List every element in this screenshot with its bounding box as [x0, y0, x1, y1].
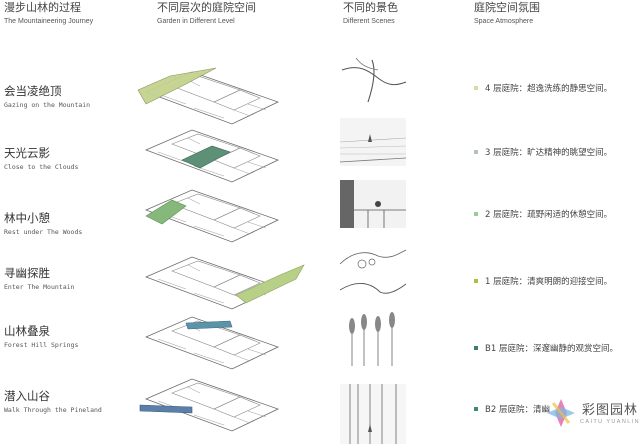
courtyard-1f [235, 264, 305, 304]
header-journey: 漫步山林的过程 The Mountaineering Journey [4, 1, 93, 27]
floor-plans-diagram [137, 67, 305, 432]
watermark-text: 彩图园林 [582, 403, 639, 418]
header-atmosphere: 庭院空间氛围 Space Atmosphere [474, 1, 540, 27]
scene-sketch-b2 [340, 384, 406, 444]
color-swatch-b2 [474, 407, 478, 411]
floor-plan-3f [145, 129, 279, 183]
level-b2-cn: 潜入山谷 [4, 389, 50, 403]
color-swatch-4f [474, 86, 478, 90]
courtyard-2f [145, 199, 187, 225]
courtyard-3f [181, 145, 231, 169]
level-label-b1: 山林叠泉 Forest Hill Springs [4, 324, 78, 350]
header-garden-levels: 不同层次的庭院空间 Garden in Different Level [157, 1, 256, 27]
scene-sketch-4f [340, 56, 407, 104]
level-b1-en: Forest Hill Springs [4, 341, 79, 349]
floor-plan-1f [145, 256, 305, 310]
level-b1-cn: 山林叠泉 [4, 324, 50, 338]
scene-sketch-1f [339, 240, 407, 300]
watermark-logo-icon [547, 399, 575, 427]
header-garden-levels-en: Garden in Different Level [157, 18, 235, 25]
level-4f-cn: 会当凌绝顶 [4, 84, 62, 98]
atmosphere-1f-text: 1 层庭院：清爽明朗的迎接空间。 [485, 277, 613, 287]
floor-plan-2f [145, 189, 279, 243]
color-swatch-1f [474, 279, 478, 283]
atmosphere-b1-text: B1 层庭院：深邃幽静的观赏空间。 [485, 344, 618, 354]
header-journey-en: The Mountaineering Journey [4, 18, 94, 25]
level-label-1f: 寻幽探胜 Enter The Mountain [4, 266, 74, 292]
level-4f-en: Gazing on the Mountain [4, 101, 91, 109]
level-1f-cn: 寻幽探胜 [4, 266, 50, 280]
scene-sketches [339, 56, 407, 444]
floor-plan-b1 [145, 316, 279, 370]
header-atmosphere-en: Space Atmosphere [474, 18, 534, 25]
atmosphere-4f-text: 4 层庭院：超逸洗练的静思空间。 [485, 84, 613, 94]
scene-sketch-2f [340, 180, 406, 228]
atmosphere-b1: B1 层庭院：深邃幽静的观赏空间。 [474, 342, 618, 354]
color-swatch-b1 [474, 346, 478, 350]
level-label-4f: 会当凌绝顶 Gazing on the Mountain [4, 84, 90, 110]
atmosphere-4f: 4 层庭院：超逸洗练的静思空间。 [474, 82, 612, 94]
color-swatch-2f [474, 212, 478, 216]
color-swatch-3f [474, 150, 478, 154]
atmosphere-2f-text: 2 层庭院：疏野闲适的休憩空间。 [485, 210, 613, 220]
level-label-2f: 林中小憩 Rest under The Woods [4, 211, 82, 237]
courtyard-b1 [185, 320, 233, 330]
level-1f-en: Enter The Mountain [4, 283, 75, 291]
atmosphere-1f: 1 层庭院：清爽明朗的迎接空间。 [474, 275, 612, 287]
header-journey-cn: 漫步山林的过程 [4, 1, 81, 14]
header-garden-levels-cn: 不同层次的庭院空间 [157, 1, 256, 14]
header-scenes-cn: 不同的景色 [343, 1, 398, 14]
atmosphere-b2: B2 层庭院：清幽 [474, 403, 550, 415]
level-2f-en: Rest under The Woods [4, 228, 83, 236]
scene-sketch-3f [339, 118, 407, 166]
atmosphere-2f: 2 层庭院：疏野闲适的休憩空间。 [474, 208, 612, 220]
header-scenes: 不同的景色 Different Scenes [343, 1, 398, 27]
atmosphere-3f: 3 层庭院：旷达精神的眺望空间。 [474, 146, 612, 158]
atmosphere-3f-text: 3 层庭院：旷达精神的眺望空间。 [485, 148, 613, 158]
atmosphere-b2-text: B2 层庭院：清幽 [485, 405, 550, 415]
watermark-subtext: CAITU YUANLIN [580, 419, 640, 425]
level-3f-en: Close to the Clouds [4, 163, 79, 171]
header-scenes-en: Different Scenes [343, 18, 395, 25]
level-b2-en: Walk Through the Pineland [4, 406, 102, 414]
scene-sketch-b1 [340, 308, 406, 370]
courtyard-b2 [139, 404, 193, 414]
level-3f-cn: 天光云影 [4, 146, 50, 160]
level-label-b2: 潜入山谷 Walk Through the Pineland [4, 389, 102, 415]
floor-plan-b2 [139, 378, 279, 432]
floor-plan-4f [137, 67, 279, 125]
level-label-3f: 天光云影 Close to the Clouds [4, 146, 78, 172]
courtyard-4f [137, 67, 217, 105]
level-2f-cn: 林中小憩 [4, 211, 50, 225]
header-atmosphere-cn: 庭院空间氛围 [474, 1, 540, 14]
